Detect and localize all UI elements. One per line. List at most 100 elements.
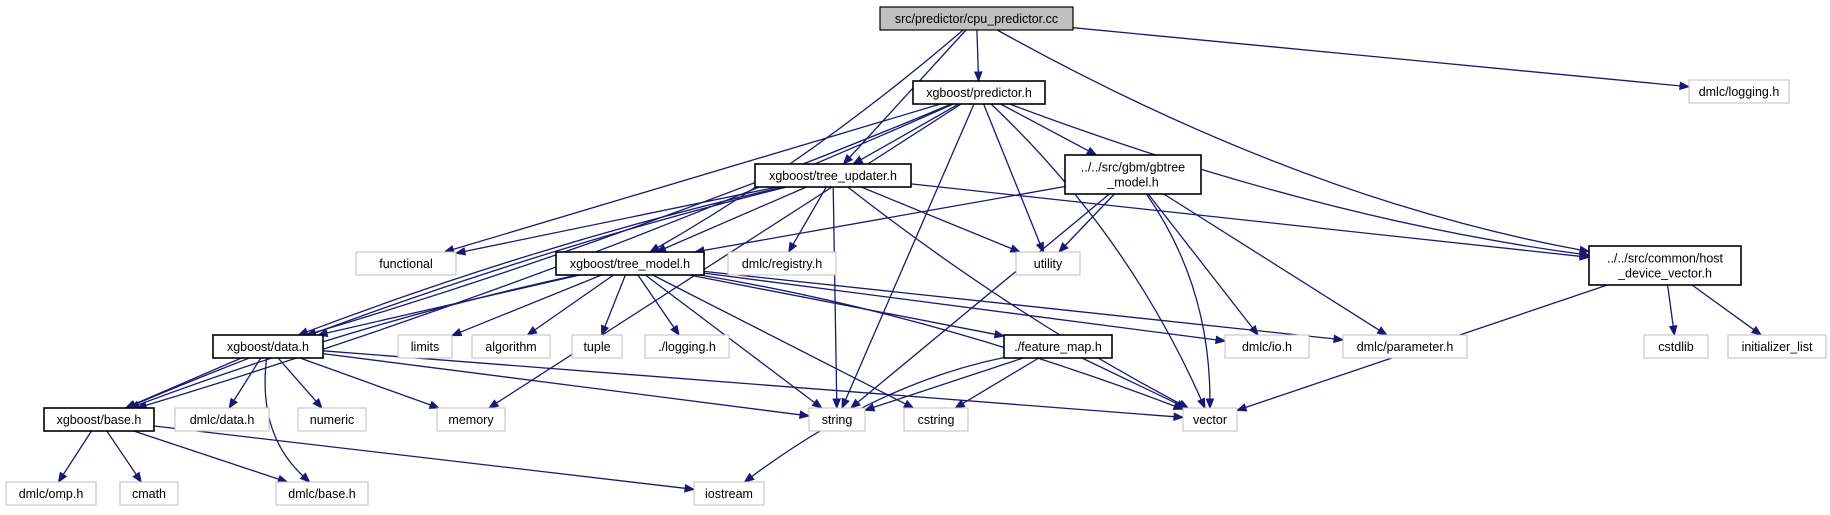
edge-tree_model-to-dmlc_io	[703, 272, 1227, 345]
node-label: numeric	[310, 413, 354, 427]
arrowhead	[903, 399, 915, 409]
edge-line	[453, 103, 941, 251]
edge-line	[1145, 193, 1211, 400]
edge-host_device-to-cstdlib	[1666, 284, 1678, 337]
node-functional: functional	[355, 251, 457, 276]
arrowhead	[454, 247, 467, 256]
arrowhead	[799, 410, 811, 419]
node-box	[1182, 407, 1238, 432]
edge-line	[689, 274, 996, 335]
edge-gbtree_model-to-utility	[1058, 193, 1115, 253]
edge-tree_model-to-algorithm	[526, 274, 614, 336]
edge-tree_updater-to-string	[832, 186, 842, 410]
arrowhead	[849, 398, 861, 409]
arrowhead	[832, 398, 842, 410]
edge-tree_updater-to-functional	[454, 186, 778, 256]
edge-line	[873, 357, 1024, 409]
edge-tree_model-to-feature_map	[689, 274, 1006, 339]
edge-line	[703, 272, 1217, 341]
node-cstring: cstring	[903, 407, 969, 432]
node-box	[212, 334, 324, 359]
node-tree-model[interactable]: xgboost/tree_model.h	[555, 251, 705, 276]
node-label: iostream	[705, 487, 753, 501]
edge-data-to-base	[124, 357, 242, 409]
edge-line	[1000, 103, 1089, 152]
node-dmlc-io: dmlc/io.h	[1224, 334, 1310, 359]
node-base[interactable]: xgboost/base.h	[43, 407, 155, 432]
node-registry: dmlc/registry.h	[727, 251, 837, 276]
edge-line	[133, 357, 242, 405]
node-label: tuple	[583, 340, 610, 354]
edge-line	[637, 274, 675, 328]
edge-line	[306, 186, 784, 333]
edge-line	[751, 356, 1005, 478]
node-label: dmlc/data.h	[190, 413, 255, 427]
node-logging-dmlc: dmlc/logging.h	[1688, 79, 1790, 104]
edge-root-to-logging_dmlc	[1072, 27, 1691, 91]
node-box	[693, 481, 765, 506]
node-box	[1342, 334, 1468, 359]
edge-line	[134, 186, 787, 406]
edge-line	[1163, 193, 1380, 331]
node-box	[5, 481, 97, 506]
edge-line	[1081, 357, 1179, 405]
arrowhead	[1668, 325, 1678, 337]
arrowhead	[842, 154, 854, 165]
node-label: ../../src/common/host	[1607, 252, 1724, 266]
node-box	[1688, 79, 1790, 104]
node-box	[43, 407, 155, 432]
node-box	[903, 407, 969, 432]
node-tree-updater[interactable]: xgboost/tree_updater.h	[754, 163, 912, 188]
edge-data-to-dmlc_data	[228, 357, 262, 410]
node-label: ./logging.h	[658, 340, 716, 354]
node-box	[808, 407, 866, 432]
edge-line	[299, 357, 431, 406]
node-label: xgboost/predictor.h	[926, 86, 1032, 100]
node-feature-map[interactable]: ./feature_map.h	[1003, 334, 1113, 359]
edge-line	[153, 425, 686, 489]
node-root[interactable]: src/predictor/cpu_predictor.cc	[879, 6, 1074, 31]
node-cstdlib: cstdlib	[1643, 334, 1709, 359]
edge-line	[703, 270, 1335, 340]
edge-line	[322, 352, 801, 416]
edge-tree_updater-to-utility	[860, 186, 1022, 253]
edge-line	[464, 186, 778, 253]
edge-line	[657, 29, 964, 249]
node-label: dmlc/io.h	[1242, 340, 1292, 354]
edge-line	[1072, 27, 1681, 87]
node-box	[436, 407, 506, 432]
node-memory: memory	[436, 407, 506, 432]
node-label: xgboost/data.h	[227, 340, 309, 354]
edge-line	[133, 430, 280, 480]
edge-data-to-vector	[322, 350, 1185, 421]
arrowhead	[1205, 398, 1215, 410]
arrowhead	[841, 397, 850, 410]
arrowhead	[297, 327, 309, 336]
edge-base-to-dmlc_omp	[57, 430, 93, 484]
node-layer: src/predictor/cpu_predictor.cc xgboost/pr…	[5, 6, 1827, 506]
node-label: initializer_list	[1742, 340, 1813, 354]
edge-line	[996, 29, 1581, 251]
node-predictor[interactable]: xgboost/predictor.h	[912, 80, 1046, 105]
edge-feature_map-to-cstring	[954, 357, 1040, 409]
arrowhead	[743, 472, 755, 483]
arrowhead	[1175, 400, 1188, 409]
node-data[interactable]: xgboost/data.h	[212, 334, 324, 359]
node-label: cmath	[132, 487, 166, 501]
node-dmlc-parameter: dmlc/parameter.h	[1342, 334, 1468, 359]
edge-line	[1147, 193, 1254, 329]
edge-predictor-to-gbtree_model	[1000, 103, 1098, 156]
node-gbtree-model[interactable]: ../../src/gbm/gbtree_model.h	[1064, 154, 1202, 195]
edge-predictor-to-string	[841, 103, 975, 410]
arrowhead	[299, 472, 311, 483]
arrowhead	[1215, 335, 1227, 345]
arrowhead	[670, 324, 680, 337]
edge-line	[990, 103, 1202, 401]
edge-data-to-memory	[299, 357, 441, 409]
edge-root-to-tree_model	[648, 29, 964, 253]
edge-line	[664, 186, 807, 249]
node-label: dmlc/registry.h	[742, 257, 822, 271]
node-host-device[interactable]: ../../src/common/host_device_vector.h	[1588, 245, 1742, 286]
edge-predictor-to-tree_updater	[852, 103, 960, 165]
arrowhead	[788, 241, 798, 254]
